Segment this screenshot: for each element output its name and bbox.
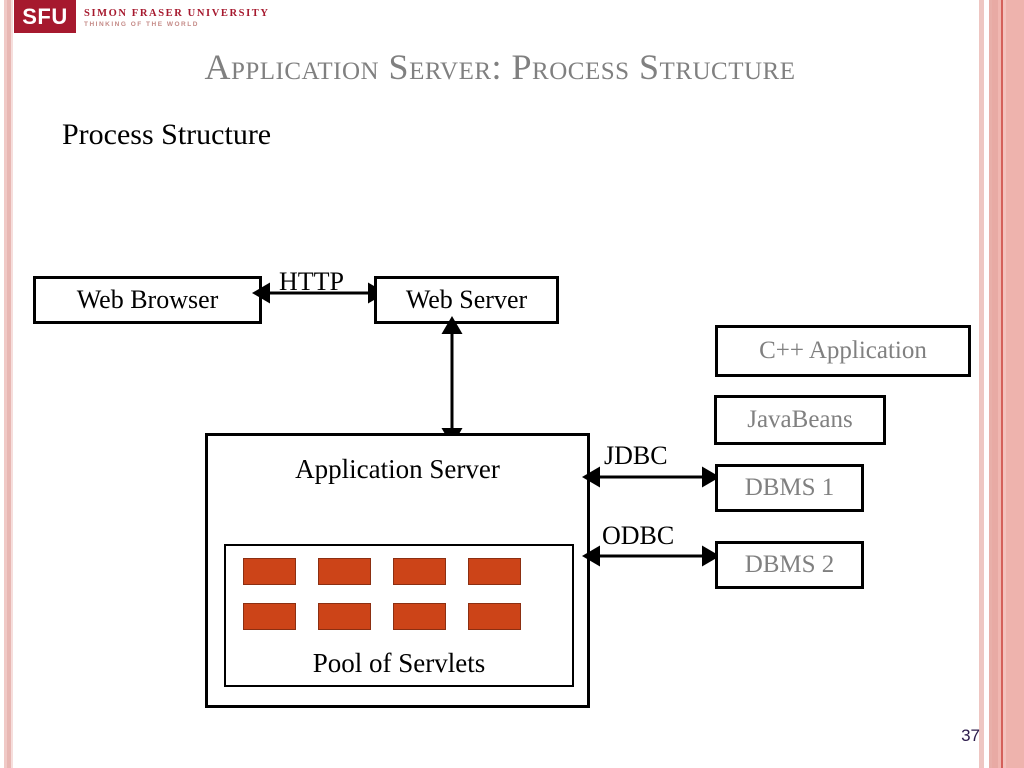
sfu-logo-mark-block (14, 0, 76, 33)
node-dbms-2: DBMS 2 (715, 541, 864, 589)
right-stripe-3 (989, 0, 992, 768)
node-web-server-label: Web Server (405, 285, 528, 314)
node-web-browser-label: Web Browser (76, 285, 219, 314)
node-cpp-application: C++ Application (715, 325, 971, 377)
servlet-cell (318, 558, 371, 585)
node-application-server: Application Server Pool of Servlets (205, 433, 590, 708)
right-stripe-6 (1001, 0, 1003, 768)
servlet-cell (393, 603, 446, 630)
arrow-odbc (582, 545, 720, 567)
node-dbms-1: DBMS 1 (715, 464, 864, 512)
right-stripe-7 (1003, 0, 1006, 768)
sfu-logo-mark: SFU (22, 3, 68, 29)
connector-label-odbc: ODBC (602, 521, 675, 550)
node-cpp-application-label: C++ Application (759, 337, 927, 364)
node-servlet-pool: Pool of Servlets (224, 544, 574, 687)
servlet-cell (468, 603, 521, 630)
right-stripe-2 (984, 0, 989, 768)
servlet-cell (468, 558, 521, 585)
node-dbms-1-label: DBMS 1 (744, 474, 835, 501)
arrow-jdbc (582, 466, 720, 488)
servlet-cell (243, 603, 296, 630)
sfu-logo-wordmark: SIMON FRASER UNIVERSITY (84, 8, 270, 19)
right-stripe-8 (1006, 0, 1024, 768)
left-stripe-3 (11, 0, 13, 768)
node-web-browser: Web Browser (33, 276, 262, 324)
right-stripe-5 (998, 0, 1001, 768)
left-stripe-1 (4, 0, 7, 768)
servlet-grid (243, 558, 531, 630)
arrow-http (252, 282, 386, 304)
node-dbms-2-label: DBMS 2 (744, 551, 835, 578)
servlet-cell (318, 603, 371, 630)
servlet-cell (243, 558, 296, 585)
node-servlet-pool-label: Pool of Servlets (312, 648, 486, 678)
node-web-server: Web Server (374, 276, 559, 324)
connector-label-jdbc: JDBC (604, 441, 668, 470)
page-title: Application Server: Process Structure (204, 47, 796, 87)
page-number: 37 (961, 726, 980, 745)
servlet-cell (393, 558, 446, 585)
right-stripe-4 (992, 0, 998, 768)
arrow-webserver-appserver (441, 316, 463, 446)
node-application-server-label: Application Server (295, 454, 500, 484)
right-stripe-1 (979, 0, 984, 768)
sfu-logo-tagline: THINKING OF THE WORLD (84, 21, 199, 28)
node-javabeans: JavaBeans (714, 395, 886, 445)
node-javabeans-label: JavaBeans (747, 406, 853, 433)
left-stripe-2 (7, 0, 11, 768)
slide-subtitle: Process Structure (62, 118, 272, 151)
